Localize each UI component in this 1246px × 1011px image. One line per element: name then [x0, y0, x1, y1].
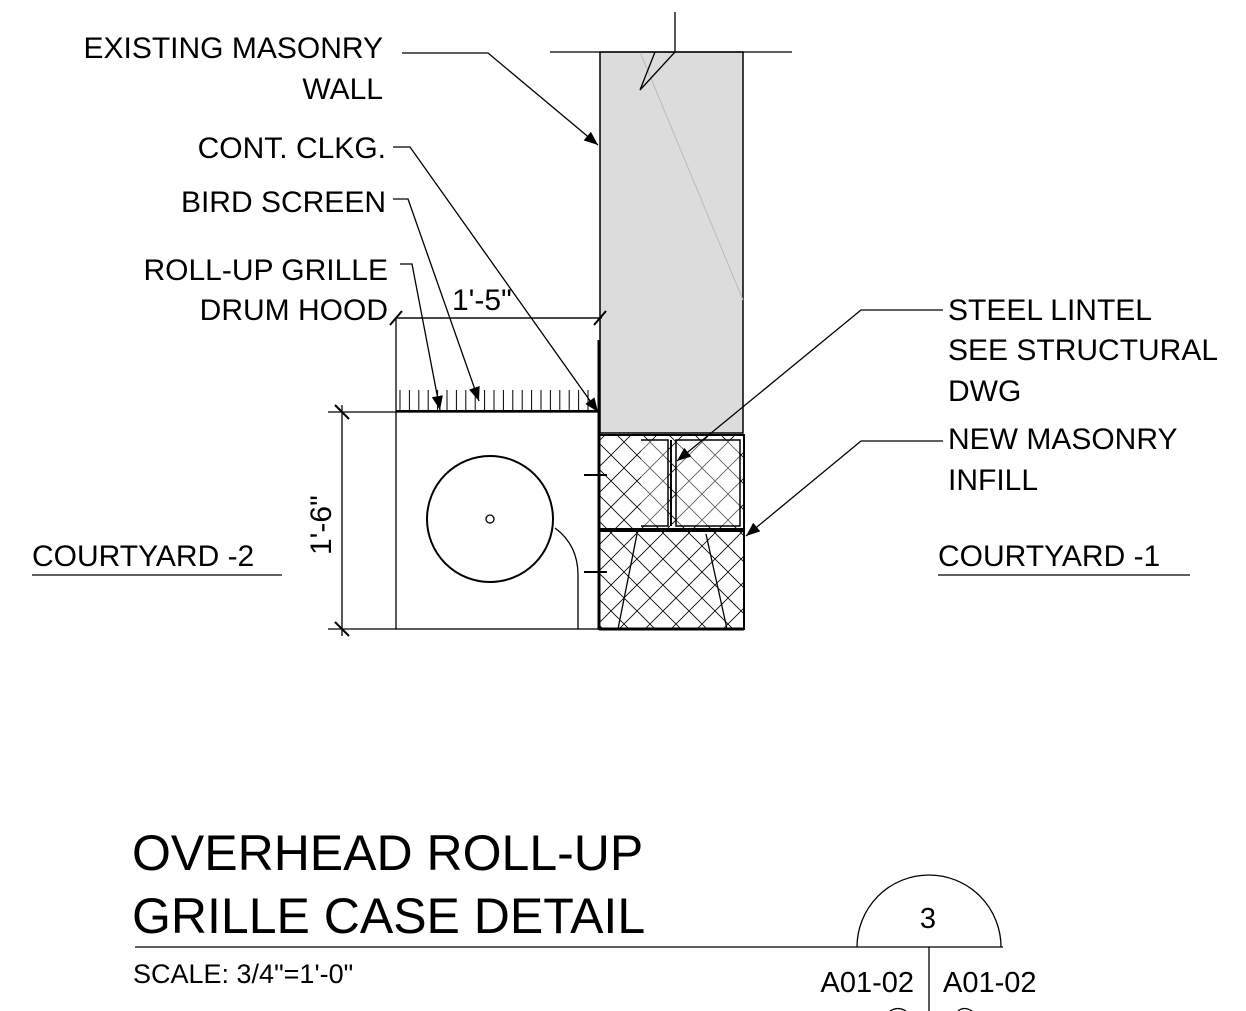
existing-masonry-wall	[550, 12, 792, 434]
scale-text: SCALE: 3/4"=1'-0"	[133, 959, 353, 989]
leader-cont-clkg	[393, 146, 599, 413]
taper-line-right	[705, 533, 728, 630]
taper-line-left	[617, 533, 638, 630]
dim-width-tick-right	[593, 310, 607, 326]
label-new-masonry-line2: INFILL	[948, 464, 1038, 497]
title-line1: OVERHEAD ROLL-UP	[132, 825, 643, 881]
leaders	[393, 52, 943, 537]
dimension-height: 1'-6"	[305, 404, 396, 637]
leader-steel-lintel	[676, 309, 943, 462]
label-existing-masonry-line2: WALL	[302, 73, 383, 106]
drum-axle	[485, 514, 495, 524]
label-courtyard-left: COURTYARD -2	[32, 540, 254, 573]
drum-guide-arc	[554, 527, 579, 629]
detail-number: 3	[920, 903, 936, 935]
label-drum-hood-line2: DRUM HOOD	[200, 294, 388, 327]
grille-drum	[426, 455, 554, 583]
dimension-width: 1'-5"	[389, 284, 607, 326]
label-steel-lintel-line1: STEEL LINTEL	[948, 294, 1152, 327]
title-line2: GRILLE CASE DETAIL	[132, 888, 645, 944]
label-steel-lintel-line3: DWG	[948, 375, 1021, 408]
dim-width-text: 1'-5"	[452, 284, 512, 317]
grille-case	[395, 317, 600, 630]
steel-lintel-shape	[641, 439, 741, 527]
leader-existing-wall	[402, 52, 599, 146]
dim-width-tick-left	[389, 310, 403, 326]
label-new-masonry-line1: NEW MASONRY	[948, 423, 1177, 456]
bubble-lower-arc	[889, 1007, 973, 1011]
label-steel-lintel-line2: SEE STRUCTURAL	[948, 334, 1218, 367]
wall-diagonal-texture	[639, 51, 744, 301]
label-drum-hood-line1: ROLL-UP GRILLE	[143, 254, 388, 287]
leader-bird-screen	[393, 198, 480, 402]
sheet-ref-right: A01-02	[943, 967, 1037, 999]
label-cont-clkg: CONT. CLKG.	[198, 132, 386, 165]
dim-height-tick-top	[334, 404, 350, 420]
dim-height-text: 1'-6"	[305, 495, 338, 555]
bubble-upper-arc	[856, 874, 1002, 948]
title-block: OVERHEAD ROLL-UP GRILLE CASE DETAIL SCAL…	[132, 825, 1003, 989]
leader-new-masonry	[745, 440, 943, 537]
leader-drum-hood	[400, 263, 443, 411]
label-courtyard-right: COURTYARD -1	[938, 540, 1160, 573]
wall-body	[599, 51, 744, 434]
detail-reference-bubble: 3 A01-02 A01-02	[820, 874, 1037, 1011]
break-symbol	[639, 12, 676, 91]
bird-screen-ticks	[399, 390, 589, 411]
label-existing-masonry-line1: EXISTING MASONRY	[83, 32, 383, 65]
dim-height-tick-bottom	[334, 621, 350, 637]
label-bird-screen: BIRD SCREEN	[181, 186, 386, 219]
note-labels: EXISTING MASONRY WALL CONT. CLKG. BIRD S…	[32, 32, 1218, 576]
infill-lower-block	[598, 530, 745, 630]
sheet-ref-left: A01-02	[820, 967, 914, 999]
